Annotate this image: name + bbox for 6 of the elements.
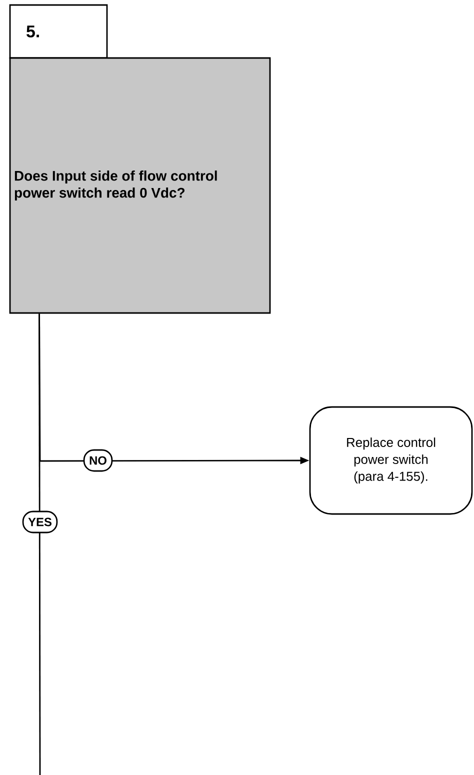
step-number-box: 5. xyxy=(9,4,108,59)
result-box: Replace control power switch (para 4-155). xyxy=(309,406,473,515)
question-box: Does Input side of flow control power switch read 0 Vdc? xyxy=(9,57,271,314)
connector-line xyxy=(38,314,41,775)
edge-label: YES xyxy=(22,510,58,534)
edge-label: NO xyxy=(83,449,113,472)
